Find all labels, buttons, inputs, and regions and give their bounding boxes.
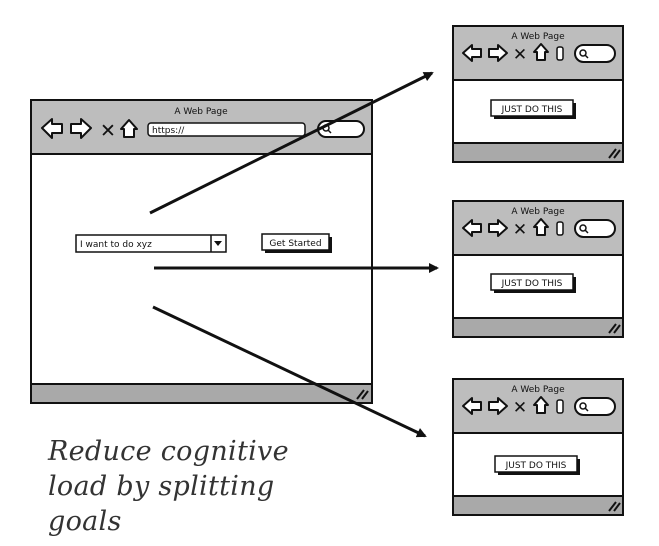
search-field[interactable]: [574, 219, 616, 238]
just-do-this-button[interactable]: JUST DO THIS: [490, 99, 576, 119]
search-field[interactable]: [574, 44, 616, 63]
just-do-this-label: JUST DO THIS: [501, 279, 563, 289]
page-icon: [556, 221, 564, 236]
back-arrow-icon[interactable]: [462, 397, 482, 415]
resize-grip-icon[interactable]: [356, 389, 369, 400]
back-arrow-icon[interactable]: [462, 219, 482, 237]
get-started-button[interactable]: Get Started: [261, 233, 332, 253]
resize-grip-icon[interactable]: [608, 501, 621, 512]
main-browser-window: A Web Page ✕ https:// I want to do xyz G…: [30, 99, 373, 404]
main-status-bar: [30, 383, 373, 404]
forward-arrow-icon[interactable]: [488, 44, 508, 62]
home-icon[interactable]: [533, 396, 549, 414]
just-do-this-label: JUST DO THIS: [501, 105, 563, 115]
target-status-bar: [452, 495, 624, 516]
target-window-3: A Web Page ✕ JUST DO THIS: [452, 378, 624, 516]
forward-arrow-icon[interactable]: [70, 118, 92, 139]
close-x-icon[interactable]: ✕: [513, 220, 527, 240]
arrow-to-window-3: [152, 305, 427, 438]
page-icon: [556, 46, 564, 61]
target-window-title: A Web Page: [511, 385, 565, 395]
home-icon[interactable]: [120, 119, 138, 138]
arrow-to-window-1: [149, 71, 434, 215]
url-text: https://: [152, 126, 185, 136]
diagram-caption: Reduce cognitive load by splitting goals: [48, 436, 289, 537]
flow-arrows: [149, 71, 439, 438]
main-window-title: A Web Page: [174, 107, 228, 117]
dropdown-value: I want to do xyz: [80, 240, 152, 250]
target-status-bar: [452, 317, 624, 338]
chevron-down-icon: [214, 241, 222, 246]
target-window-1: A Web Page ✕ JUST DO THIS: [452, 25, 624, 163]
forward-arrow-icon[interactable]: [488, 219, 508, 237]
search-field[interactable]: [574, 397, 616, 416]
search-icon: [579, 49, 589, 59]
search-icon: [579, 402, 589, 412]
back-arrow-icon[interactable]: [462, 44, 482, 62]
home-icon[interactable]: [533, 43, 549, 61]
target-window-2: A Web Page ✕ JUST DO THIS: [452, 200, 624, 338]
goal-dropdown[interactable]: I want to do xyz: [75, 234, 227, 253]
back-arrow-icon[interactable]: [41, 118, 63, 139]
target-window-title: A Web Page: [511, 32, 565, 42]
resize-grip-icon[interactable]: [608, 323, 621, 334]
resize-grip-icon[interactable]: [608, 148, 621, 159]
url-field[interactable]: [147, 122, 306, 137]
home-icon[interactable]: [533, 218, 549, 236]
just-do-this-button[interactable]: JUST DO THIS: [494, 455, 580, 475]
close-x-icon[interactable]: ✕: [100, 120, 116, 142]
page-icon: [556, 399, 564, 414]
close-x-icon[interactable]: ✕: [513, 45, 527, 65]
close-x-icon[interactable]: ✕: [513, 398, 527, 418]
search-field[interactable]: [317, 120, 365, 138]
forward-arrow-icon[interactable]: [488, 397, 508, 415]
search-icon: [579, 224, 589, 234]
just-do-this-label: JUST DO THIS: [505, 461, 567, 471]
just-do-this-button[interactable]: JUST DO THIS: [490, 273, 576, 293]
target-status-bar: [452, 142, 624, 163]
get-started-label: Get Started: [269, 239, 321, 249]
target-window-title: A Web Page: [511, 207, 565, 217]
